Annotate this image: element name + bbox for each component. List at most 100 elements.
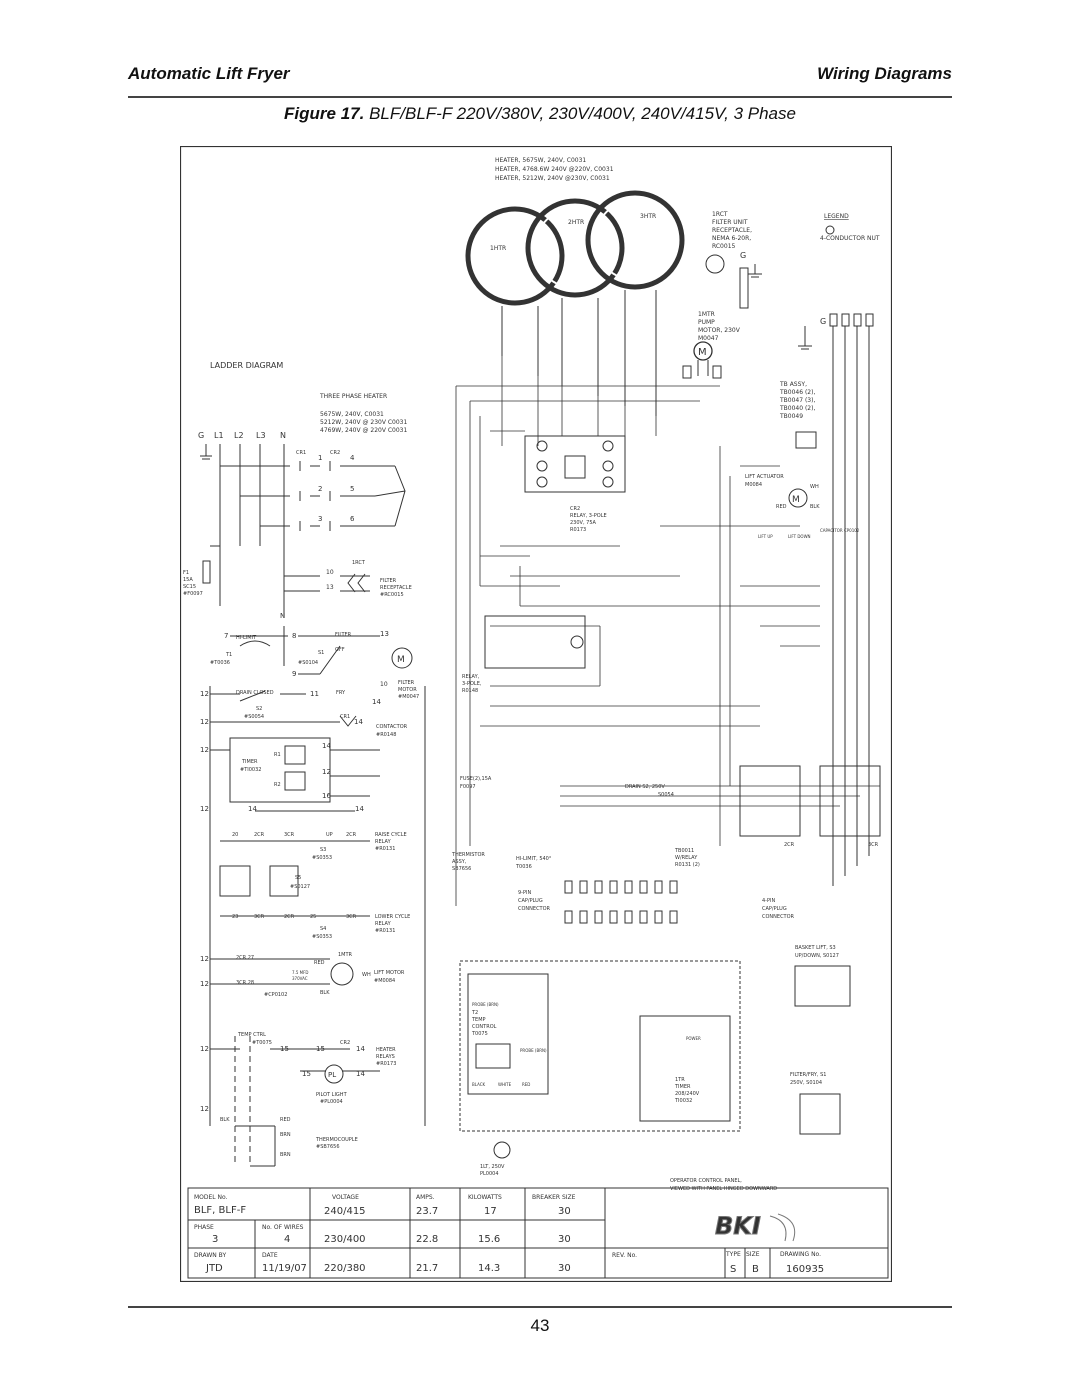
cr2-relay-1: CR2 bbox=[570, 506, 580, 512]
basket-lift-2: UP/DOWN, S0127 bbox=[795, 953, 839, 959]
drain-s2: S2 bbox=[256, 706, 262, 712]
tb-wires-value: 4 bbox=[284, 1234, 290, 1245]
tb-phase-label: PHASE bbox=[194, 1224, 214, 1231]
lower-cycle-2: RELAY bbox=[375, 921, 392, 927]
conn4-1: 4-PIN bbox=[762, 898, 775, 904]
tb-r1-kw: 17 bbox=[484, 1206, 497, 1217]
heater-note-2: HEATER, 4768.6W 240V @220V, C0031 bbox=[495, 166, 614, 173]
heater-2htr bbox=[525, 198, 625, 298]
conn9-3: CONNECTOR bbox=[518, 906, 551, 912]
contactor-part: #R0148 bbox=[376, 732, 396, 738]
svg-text:10: 10 bbox=[326, 569, 334, 576]
svg-text:14: 14 bbox=[354, 718, 363, 726]
tb-r1-breaker: 30 bbox=[558, 1206, 571, 1217]
relay-r0148-1: RELAY, bbox=[462, 674, 480, 680]
cr-label-1: CR1 bbox=[296, 450, 306, 456]
svg-text:16: 16 bbox=[322, 792, 331, 800]
svg-text:14: 14 bbox=[322, 742, 331, 750]
raise-s3: S3 bbox=[320, 847, 326, 853]
svg-text:2: 2 bbox=[318, 485, 322, 493]
tb-r3-kw: 14.3 bbox=[478, 1263, 500, 1274]
heater-relays-1: HEATER bbox=[376, 1047, 396, 1053]
lift-motor-1mtr: 1MTR bbox=[338, 952, 353, 958]
heater-relays-2: RELAYS bbox=[376, 1054, 395, 1060]
svg-text:12: 12 bbox=[200, 746, 209, 754]
tb-assy-3: TB0047 (3), bbox=[779, 397, 815, 404]
fuse-f1-1: F1 bbox=[183, 570, 189, 576]
temp-control-3: T0075 bbox=[471, 1031, 488, 1037]
ladder-line-g: G bbox=[198, 431, 204, 440]
thermistor-3: SB7656 bbox=[452, 866, 471, 872]
ladder-title: LADDER DIAGRAM bbox=[210, 361, 283, 370]
svg-text:11: 11 bbox=[310, 690, 319, 698]
svg-text:M: M bbox=[698, 347, 707, 358]
lift-motor-cap: #CP0102 bbox=[264, 992, 287, 998]
tb-r1-voltage: 240/415 bbox=[324, 1206, 366, 1217]
svg-text:13: 13 bbox=[380, 630, 389, 638]
pilot-light-pl: PL bbox=[328, 1071, 336, 1079]
conn4-2: CAP/PLUG bbox=[762, 906, 787, 912]
tb-size-value: B bbox=[752, 1264, 759, 1275]
filter-switch-label: FILTER bbox=[335, 632, 352, 638]
tb0011-1: TB0011 bbox=[674, 848, 694, 854]
ladder-line-l2: L2 bbox=[234, 431, 244, 440]
svg-text:G: G bbox=[820, 317, 826, 326]
figure-label: Figure 17. bbox=[284, 104, 365, 123]
svg-text:2CR: 2CR bbox=[284, 914, 295, 920]
pump-motor-4: M0047 bbox=[698, 335, 719, 342]
svg-text:10: 10 bbox=[380, 681, 388, 688]
temp-control-black: BLACK bbox=[472, 1082, 486, 1087]
filter-switch-s1: S1 bbox=[318, 650, 324, 656]
filter-unit-2: FILTER UNIT bbox=[712, 219, 748, 226]
tb-model-value: BLF, BLF-F bbox=[194, 1205, 246, 1216]
operator-panel bbox=[459, 960, 741, 1132]
filter-motor-2: MOTOR bbox=[398, 687, 417, 693]
filter-unit-5: RC0015 bbox=[712, 243, 736, 250]
light-1lt-2: PL0004 bbox=[480, 1171, 499, 1177]
pump-motor-1: 1MTR bbox=[698, 311, 715, 318]
legend-item: 4-CONDUCTOR NUT bbox=[820, 235, 880, 242]
lift-motor-part: #M0084 bbox=[374, 978, 395, 984]
pump-motor-3: MOTOR, 230V bbox=[698, 327, 741, 334]
ladder-1rct: 1RCT bbox=[352, 560, 366, 566]
hi-limit-part: #T0036 bbox=[210, 660, 230, 666]
svg-text:3CR: 3CR bbox=[346, 914, 357, 920]
heater-label-3: 3HTR bbox=[640, 213, 656, 220]
tb-col-voltage: VOLTAGE bbox=[332, 1194, 359, 1201]
lift-up: LIFT UP bbox=[758, 534, 773, 539]
tb-assy-4: TB0040 (2), bbox=[779, 405, 815, 412]
tb0011-2: W/RELAY bbox=[675, 855, 698, 861]
hi-limit-t1: T1 bbox=[225, 652, 232, 658]
filter-receptacle-1: FILTER bbox=[380, 578, 397, 584]
timer-1tr-2: TIMER bbox=[674, 1084, 691, 1090]
connector-9pin-pins bbox=[564, 880, 678, 924]
cr2-relay-4: R0173 bbox=[570, 527, 586, 533]
lift-motor-mfd: 7.5 MFD bbox=[292, 970, 308, 975]
svg-text:1: 1 bbox=[318, 454, 322, 462]
hi-limit2-2: T0036 bbox=[515, 864, 532, 870]
heater-contacts bbox=[220, 461, 406, 531]
temp-ctrl-part: #T0075 bbox=[252, 1040, 272, 1046]
filter-motor-1: FILTER bbox=[398, 680, 415, 686]
lift-motor-wh: WH bbox=[362, 972, 371, 978]
timer-r1: R1 bbox=[274, 752, 281, 758]
svg-text:N: N bbox=[280, 612, 285, 620]
thermocouple-brn2: BRN bbox=[280, 1152, 291, 1158]
svg-text:6: 6 bbox=[350, 515, 355, 523]
tb-r3-voltage: 220/380 bbox=[324, 1263, 366, 1274]
drain-closed: DRAIN CLOSED bbox=[236, 690, 274, 696]
fuse2-2: F0097 bbox=[460, 784, 476, 790]
thermocouple-blk: BLK bbox=[220, 1117, 230, 1123]
ladder-heater-3: 5212W, 240V @ 230V C0031 bbox=[320, 419, 407, 426]
header-rule bbox=[128, 96, 952, 98]
drain-s2-1: DRAIN S2, 250V bbox=[625, 784, 665, 790]
ladder-line-n: N bbox=[280, 431, 286, 440]
filter-receptacle-3: #RC0015 bbox=[380, 592, 404, 598]
temp-control-2: CONTROL bbox=[472, 1024, 497, 1030]
svg-text:14: 14 bbox=[248, 805, 257, 813]
heater-label-2: 2HTR bbox=[568, 219, 584, 226]
relay-r0148-3: R0148 bbox=[462, 688, 478, 694]
drain-fry: FRY bbox=[336, 690, 346, 696]
svg-text:14: 14 bbox=[356, 1070, 365, 1078]
raise-part: #S0353 bbox=[312, 855, 332, 861]
